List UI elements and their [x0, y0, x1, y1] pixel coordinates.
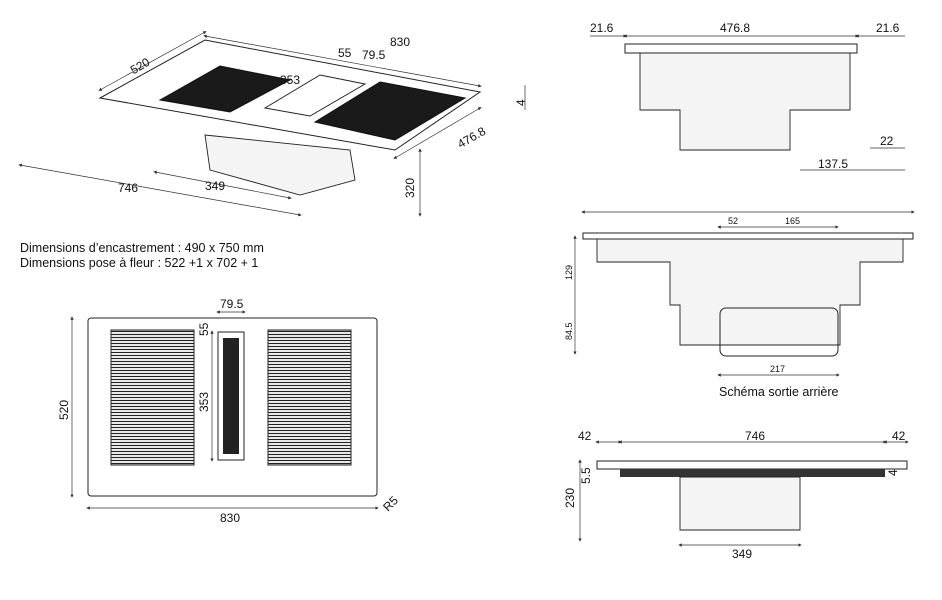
side-offset: 22 [880, 134, 894, 148]
iso-width: 830 [390, 35, 410, 49]
iso-base-width: 746 [118, 181, 138, 195]
front-right-edge: 42 [892, 429, 906, 443]
right-cooking-zone [313, 81, 467, 141]
top-vent-width: 79.5 [220, 297, 244, 311]
top-width: 830 [220, 511, 240, 525]
top-depth: 520 [57, 400, 71, 420]
top-vent-offset: 55 [197, 322, 211, 336]
iso-vent-offset: 55 [338, 46, 352, 60]
iso-thickness: 4 [514, 99, 528, 106]
rear-outlet-caption: Schéma sortie arrière [719, 385, 839, 399]
front-motor-width: 349 [732, 547, 752, 561]
vent-grille [223, 338, 239, 454]
front-height: 230 [563, 488, 577, 508]
rear-height-b: 84.5 [564, 322, 574, 340]
cutout-dimensions-note: Dimensions d’encastrement : 490 x 750 mm [20, 241, 264, 255]
iso-depth: 520 [128, 55, 153, 77]
iso-motor-width: 349 [205, 179, 225, 193]
iso-height: 320 [403, 178, 417, 198]
rear-dim-a: 52 [728, 216, 738, 226]
rear-outlet-view: 52 165 129 84.5 217 Schéma sortie arrièr… [564, 210, 915, 399]
front-glass: 5.5 [579, 467, 593, 484]
front-body-width: 746 [745, 429, 765, 443]
front-view: 42 746 42 5.5 4 230 349 [563, 429, 909, 561]
side-right-edge: 21.6 [876, 21, 900, 35]
isometric-view: 830 520 55 79.5 353 4 476.8 746 349 320 [18, 31, 528, 217]
side-view: 21.6 476.8 21.6 22 137.5 [590, 21, 905, 171]
side-left-edge: 21.6 [590, 21, 614, 35]
top-view: 79.5 55 353 520 830 R5 [57, 297, 401, 525]
hob-outline [87, 317, 378, 497]
front-left-edge: 42 [578, 429, 592, 443]
vent-outline [217, 331, 245, 461]
iso-vent-length: 353 [280, 73, 300, 87]
front-thickness: 4 [886, 469, 900, 476]
rear-outlet-width: 217 [770, 364, 785, 374]
right-zone [267, 329, 352, 466]
side-body-width: 476.8 [720, 21, 750, 35]
iso-side-depth: 476.8 [455, 124, 488, 151]
rear-dim-b: 165 [785, 216, 800, 226]
top-vent-length: 353 [197, 392, 211, 412]
left-zone [110, 329, 195, 466]
iso-vent-width: 79.5 [362, 48, 386, 62]
flush-dimensions-note: Dimensions pose à fleur : 522 +1 x 702 +… [20, 256, 258, 270]
side-outlet: 137.5 [818, 157, 848, 171]
corner-radius: R5 [380, 493, 401, 514]
rear-height-a: 129 [564, 265, 574, 280]
